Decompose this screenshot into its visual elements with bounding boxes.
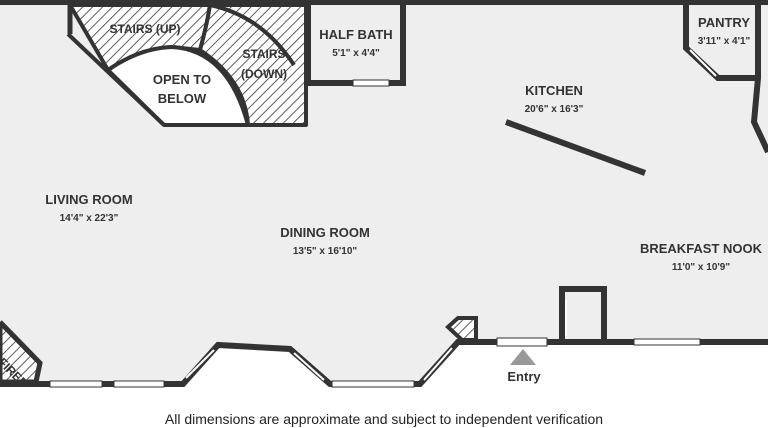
window-bay-far-right <box>423 347 453 381</box>
entry-door-gap <box>496 337 548 347</box>
pantry-dims: 3'11" x 4'1" <box>698 36 751 47</box>
entry-label: Entry <box>507 369 541 384</box>
window-living-1 <box>49 380 103 388</box>
open-to-below-area <box>106 45 250 127</box>
disclaimer-text: All dimensions are approximate and subje… <box>164 411 604 427</box>
kitchen-counter <box>504 119 647 176</box>
window-bay-right <box>293 352 325 381</box>
breakfast-nook-name: BREAKFAST NOOK <box>640 241 763 256</box>
open-below-left-wall <box>66 32 166 127</box>
window-living-2 <box>113 380 165 388</box>
kitchen-name: KITCHEN <box>525 83 583 98</box>
column-left <box>445 316 478 342</box>
open-below-line2: BELOW <box>158 91 207 106</box>
entry-arrow <box>510 349 536 365</box>
window-dining-center <box>331 380 415 388</box>
window-breakfast <box>633 338 701 346</box>
half-bath-name: HALF BATH <box>319 27 392 42</box>
dining-room-name: DINING ROOM <box>280 225 370 240</box>
stairs-divider <box>209 3 296 67</box>
living-room-name: LIVING ROOM <box>45 192 132 207</box>
window-bay-left <box>185 349 215 379</box>
stairs-down-line2: (DOWN) <box>241 67 287 81</box>
stairs-down-line1: STAIRS <box>242 47 285 61</box>
living-room-dims: 14'4" x 22'3" <box>60 213 119 224</box>
half-bath-window <box>352 79 390 87</box>
pantry-door <box>689 49 717 77</box>
kitchen-dims: 20'6" x 16'3" <box>525 104 584 115</box>
half-bath-dims: 5'1" x 4'4" <box>332 48 380 59</box>
closet-walls <box>559 286 607 342</box>
right-wall <box>750 2 768 154</box>
stairs-up-label: STAIRS (UP) <box>109 22 180 36</box>
fireplace-wall <box>0 320 43 383</box>
open-below-line1: OPEN TO <box>153 72 211 87</box>
dining-room-dims: 13'5" x 16'10" <box>293 246 358 257</box>
breakfast-nook-dims: 11'0" x 10'9" <box>672 262 730 273</box>
pantry-name: PANTRY <box>698 15 750 30</box>
